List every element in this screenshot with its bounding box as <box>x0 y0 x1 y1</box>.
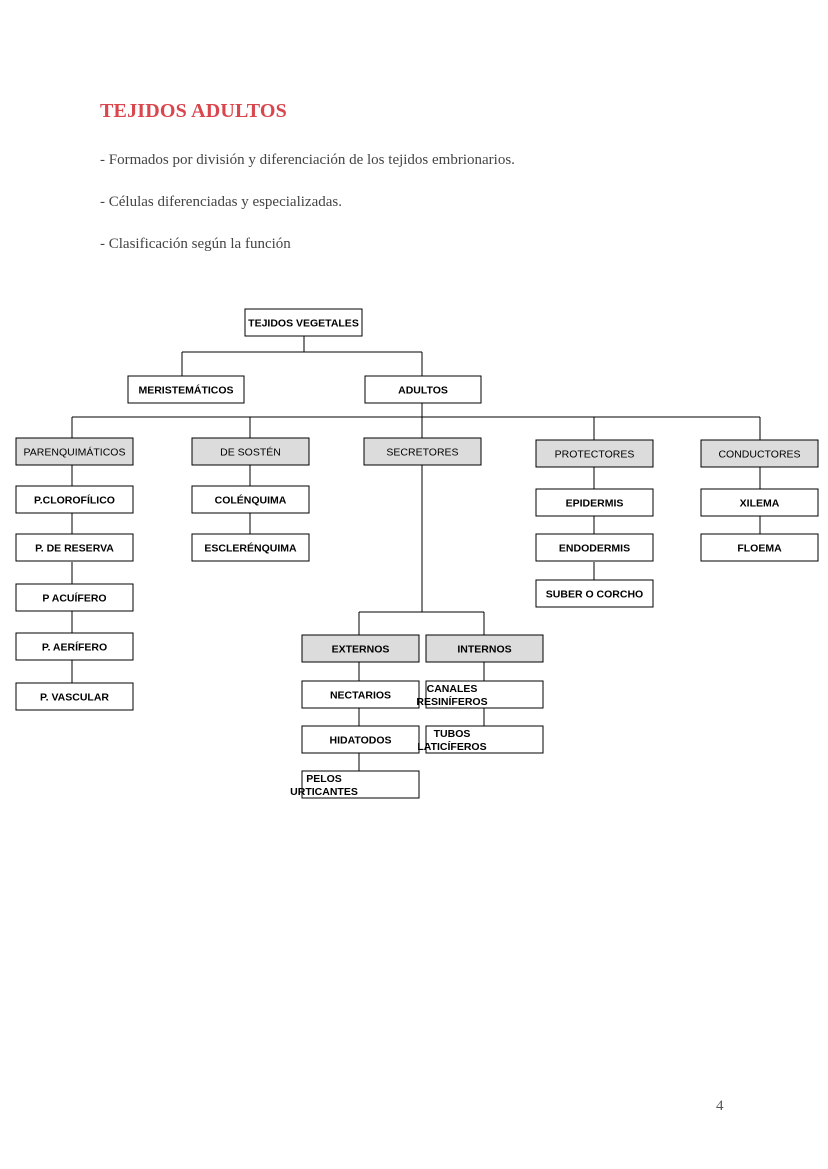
node-parenquimaticos: PARENQUIMÁTICOS <box>15 437 134 466</box>
node-externos-item: NECTARIOS <box>301 680 420 709</box>
tree-node-label: ESCLERÉNQUIMA <box>204 541 297 554</box>
tree-connectors <box>71 336 761 771</box>
bullet-text: - Formados por división y diferenciación… <box>100 152 515 168</box>
page-number: 4 <box>716 1098 724 1114</box>
tree-node-label: EPIDERMIS <box>566 497 624 509</box>
bullet-text: - Clasificación según la función <box>100 236 291 252</box>
tree-node-label: ADULTOS <box>398 384 448 396</box>
node-conductores: CONDUCTORES <box>700 439 819 468</box>
tree-node-label: URTICANTES <box>290 786 358 798</box>
tree-node-label: PELOS <box>306 773 342 785</box>
tree-node-label: EXTERNOS <box>332 643 390 655</box>
tree-node-label: P. AERÍFERO <box>42 640 107 653</box>
node-root: TEJIDOS VEGETALES <box>244 308 363 337</box>
tree-node-label: SUBER O CORCHO <box>546 588 643 600</box>
tree-node-label: P ACUÍFERO <box>42 591 106 604</box>
node-protectores-item: EPIDERMIS <box>535 488 654 517</box>
tree-node-label: PARENQUIMÁTICOS <box>24 445 126 458</box>
tree-node-label: HIDATODOS <box>329 734 391 746</box>
node-conductores-item: XILEMA <box>700 488 819 517</box>
node-parenquima-item: P ACUÍFERO <box>15 583 134 612</box>
node-adultos: ADULTOS <box>364 375 482 404</box>
tree-node-label: NECTARIOS <box>330 689 391 701</box>
tree-node-label: SECRETORES <box>386 446 458 458</box>
node-protectores-item: SUBER O CORCHO <box>535 579 654 608</box>
node-meristematicos: MERISTEMÁTICOS <box>127 375 245 404</box>
node-parenquima-item: P. DE RESERVA <box>15 533 134 562</box>
tree-node-label: INTERNOS <box>457 643 511 655</box>
node-parenquima-item: P.CLOROFÍLICO <box>15 485 134 514</box>
tree-node-label: P.CLOROFÍLICO <box>34 493 115 506</box>
node-secretores: SECRETORES <box>363 437 482 466</box>
bullet-text: - Células diferenciadas y especializadas… <box>100 194 342 210</box>
node-internos: INTERNOS <box>425 634 544 663</box>
node-conductores-item: FLOEMA <box>700 533 819 562</box>
page-title: TEJIDOS ADULTOS <box>100 100 287 122</box>
node-externos: EXTERNOS <box>301 634 420 663</box>
node-sosten-item: ESCLERÉNQUIMA <box>191 533 310 562</box>
tree-node-label: TEJIDOS VEGETALES <box>248 317 359 329</box>
tree-node-label: TUBOS <box>434 728 471 740</box>
node-externos-item: HIDATODOS <box>301 725 420 754</box>
node-protectores: PROTECTORES <box>535 439 654 468</box>
node-parenquima-item: P. AERÍFERO <box>15 632 134 661</box>
tree-node-label: P. VASCULAR <box>40 691 109 703</box>
node-parenquima-item: P. VASCULAR <box>15 682 134 711</box>
tree-node-label: P. DE RESERVA <box>35 542 114 554</box>
node-sosten-item: COLÉNQUIMA <box>191 485 310 514</box>
tree-node-label: CANALES <box>427 683 478 695</box>
tree-node-label: ENDODERMIS <box>559 542 630 554</box>
tree-node-label: LATICÍFEROS <box>417 740 486 753</box>
tree-node-label: COLÉNQUIMA <box>215 493 287 506</box>
tree-node-label: DE SOSTÉN <box>220 445 281 458</box>
tree-node-label: CONDUCTORES <box>718 448 800 460</box>
node-protectores-item: ENDODERMIS <box>535 533 654 562</box>
tree-node-label: RESINÍFEROS <box>416 695 487 708</box>
tree-node-label: MERISTEMÁTICOS <box>138 383 233 396</box>
node-sosten: DE SOSTÉN <box>191 437 310 466</box>
tree-node-label: PROTECTORES <box>555 448 635 460</box>
tree-node-label: FLOEMA <box>737 542 782 554</box>
tree-node-label: XILEMA <box>740 497 780 509</box>
